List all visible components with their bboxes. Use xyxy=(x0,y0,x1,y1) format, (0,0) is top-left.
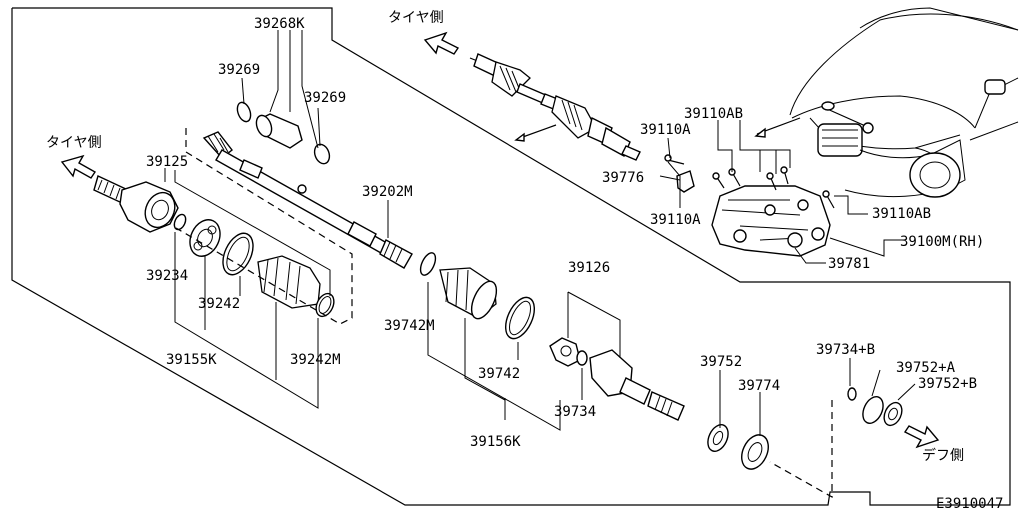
tire-side-label-left: タイヤ側 xyxy=(46,135,102,151)
diff-side-label: デフ側 xyxy=(922,447,964,464)
support-bracket-illustration xyxy=(664,154,835,257)
complete-drive-shaft-illustration xyxy=(469,53,641,161)
label-39781: 39781 xyxy=(828,256,870,272)
snap-ring-39234-illustration xyxy=(173,213,187,231)
shaft-dashed-guide xyxy=(175,128,353,325)
band-39742-illustration xyxy=(504,296,536,340)
tire-side-label-top: タイヤ側 xyxy=(388,10,444,26)
label-39100M-RH: 39100M(RH) xyxy=(900,234,984,250)
label-39752-B: 39752+B xyxy=(918,376,977,392)
label-39110A-bottom: 39110A xyxy=(650,212,701,228)
label-39110AB-top: 39110AB xyxy=(684,106,743,122)
band-39242-illustration xyxy=(222,232,254,276)
label-39774: 39774 xyxy=(738,378,780,394)
damper-kit-illustration xyxy=(236,101,331,165)
leader-lines xyxy=(164,30,916,499)
label-39752: 39752 xyxy=(700,354,742,370)
inner-boot-illustration xyxy=(439,267,498,320)
label-39110A-top: 39110A xyxy=(640,122,691,138)
tire-side-arrow-top xyxy=(423,31,460,55)
label-39776: 39776 xyxy=(602,170,644,186)
seal-39752-illustration xyxy=(707,424,729,452)
vehicle-front-illustration xyxy=(754,7,1019,198)
label-39268K: 39268K xyxy=(254,16,305,32)
kit-parts-right-illustration xyxy=(847,387,903,427)
label-39202M: 39202M xyxy=(362,184,413,200)
label-39126: 39126 xyxy=(568,260,610,276)
tire-side-arrow-left xyxy=(60,154,97,179)
inner-race-illustration xyxy=(189,219,221,257)
diagram-code: E3910047 xyxy=(936,496,1003,512)
assembly-frame xyxy=(11,7,1011,506)
diff-side-arrow xyxy=(903,425,940,449)
label-39242: 39242 xyxy=(198,296,240,312)
label-39155K: 39155K xyxy=(166,352,217,368)
drive-shaft-39202M-illustration xyxy=(202,131,413,269)
label-39110AB-right: 39110AB xyxy=(872,206,931,222)
label-39269-left: 39269 xyxy=(218,62,260,78)
outer-boot-illustration xyxy=(257,255,321,309)
label-39734: 39734 xyxy=(554,404,596,420)
label-39125: 39125 xyxy=(146,154,188,170)
label-39234: 39234 xyxy=(146,268,188,284)
snap-ring-39734-illustration xyxy=(576,350,588,366)
label-39742M: 39742M xyxy=(384,318,435,334)
label-39242M: 39242M xyxy=(290,352,341,368)
label-39752-A: 39752+A xyxy=(896,360,956,376)
label-39269-right: 39269 xyxy=(304,90,346,106)
label-39156K: 39156K xyxy=(470,434,521,450)
outer-joint-illustration xyxy=(93,175,179,233)
label-39734-B: 39734+B xyxy=(816,342,875,358)
band-39742M-illustration xyxy=(419,252,437,276)
bearing-39774-illustration xyxy=(741,434,769,470)
label-39742: 39742 xyxy=(478,366,520,382)
spider-assembly-illustration xyxy=(549,337,581,367)
inner-joint-housing-illustration xyxy=(589,349,685,421)
